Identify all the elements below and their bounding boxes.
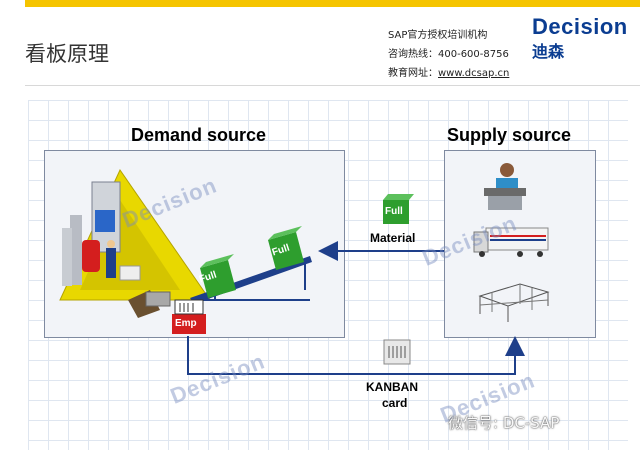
contact-info: SAP官方授权培训机构 咨询热线：400-600-8756 教育网址：www.d… [388, 26, 509, 83]
brand-name-zh: 迪森 [532, 42, 565, 61]
website-link[interactable]: www.dcsap.cn [438, 68, 510, 79]
org-line: SAP官方授权培训机构 [388, 30, 488, 41]
supply-source-title: Supply source [447, 125, 572, 145]
website: 教育网址：www.dcsap.cn [388, 68, 510, 79]
material-label: Material [370, 231, 416, 245]
kanban-flow-arrow [187, 336, 525, 375]
warehouse-racks-illustration [478, 283, 550, 322]
hotline: 咨询热线：400-600-8756 [388, 49, 509, 60]
truck-illustration [473, 227, 549, 257]
wechat-id: 微信号: DC-SAP [448, 414, 560, 432]
demand-source-title: Demand source [131, 125, 267, 145]
kanban-label-line2: card [382, 396, 408, 410]
kanban-label-line1: KANBAN [366, 380, 418, 394]
assembly-line-illustration [59, 168, 211, 318]
full-box-material-label: Full [385, 206, 403, 217]
full-box-material [383, 194, 414, 224]
top-accent-bar [25, 0, 640, 7]
brand-name-en: Decision [532, 14, 628, 39]
empty-box [172, 299, 206, 334]
brand-logo: Decision 迪森 [532, 14, 628, 62]
header-divider [25, 85, 640, 86]
page-title: 看板原理 [25, 42, 109, 66]
kanban-card-icon [383, 339, 411, 365]
empty-box-label: Emp [175, 318, 197, 329]
worker-illustration [484, 163, 526, 210]
full-box-2 [268, 226, 304, 270]
full-box-1 [200, 254, 236, 298]
